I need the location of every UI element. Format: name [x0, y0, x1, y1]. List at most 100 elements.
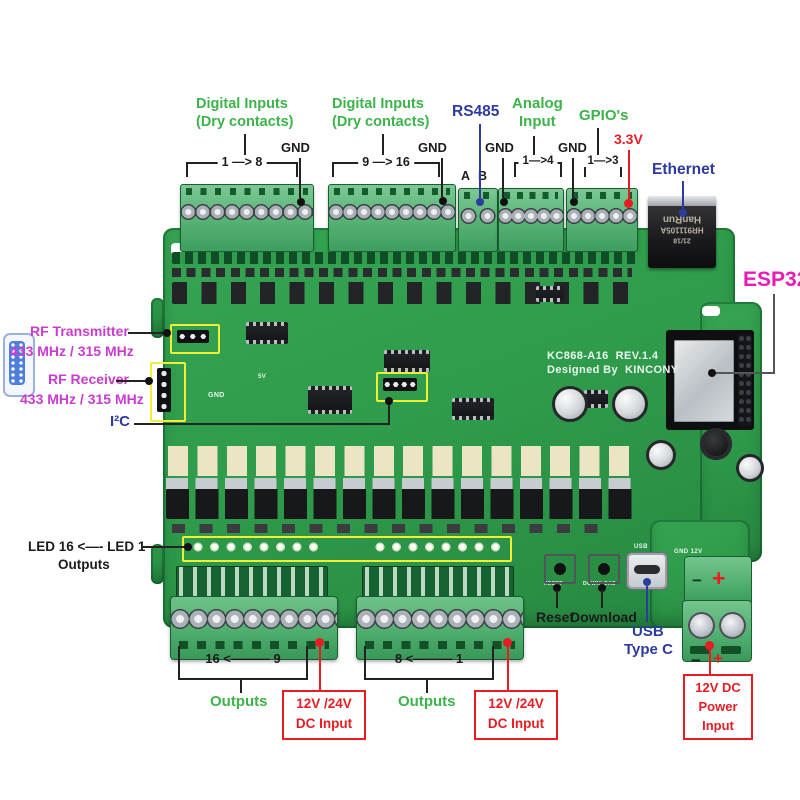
- output-pin-header-8-1: [362, 566, 514, 598]
- callout-line: [382, 134, 384, 162]
- bracket-outputs-8-1: 8 <——— 1: [364, 646, 494, 680]
- download-button: [588, 554, 620, 584]
- dc-input-b-line2: DC Input: [487, 716, 545, 731]
- label-rf-transmitter: RF Transmitter: [30, 323, 129, 339]
- bracket-outputs-16-9: 16 <——— 9: [178, 646, 308, 680]
- terminal-slots: [179, 641, 329, 649]
- label-rf-transmitter-freq: 433 MHz / 315 MHz: [10, 343, 134, 359]
- terminal-screws: [459, 201, 497, 231]
- label-usb-2: Type C: [624, 641, 673, 658]
- label-gnd-gpio: GND: [558, 140, 587, 155]
- gnd-dot: [570, 198, 578, 206]
- callout-line: [556, 590, 558, 608]
- led-indicator-row: [190, 541, 322, 553]
- capacitor: [646, 440, 676, 470]
- power-slot: [690, 646, 710, 654]
- remote-control-icon: [3, 333, 35, 397]
- label-digital-inputs-b-1: Digital Inputs: [332, 96, 424, 112]
- terminal-slots: [464, 192, 492, 199]
- i2c-header: [383, 378, 417, 391]
- ic-chip: [308, 386, 352, 414]
- silkscreen-5v: 5V: [258, 374, 267, 380]
- dc-input-a-line2: DC Input: [295, 716, 353, 731]
- ethernet-jack-code: 21/18: [673, 236, 691, 244]
- 3v3-dot: [624, 199, 633, 208]
- label-digital-inputs-a-1: Digital Inputs: [196, 96, 288, 112]
- gnd-dot: [439, 197, 447, 205]
- label-usb-1: USB: [632, 623, 664, 640]
- callout-line: [426, 678, 428, 693]
- mosfet-row: [166, 489, 638, 519]
- inductor: [700, 428, 732, 460]
- label-led-outputs-2: Outputs: [58, 557, 110, 572]
- esp32-antenna: [738, 334, 752, 426]
- label-outputs-b: Outputs: [398, 693, 456, 710]
- ic-chip: [452, 398, 494, 420]
- i2c-dot: [385, 397, 393, 405]
- label-gnd-analog: GND: [485, 140, 514, 155]
- power-input-line2: Power: [698, 699, 738, 714]
- gnd-dot: [297, 198, 305, 206]
- callout-line: [597, 128, 599, 162]
- voltage-regulator: [584, 390, 608, 408]
- power-screw: [688, 612, 715, 639]
- callout-line: [601, 590, 603, 608]
- output-resistor-row: [172, 524, 608, 533]
- label-outputs-a: Outputs: [210, 693, 268, 710]
- callout-line: [142, 546, 186, 548]
- led-indicator-row: [372, 541, 504, 553]
- dc-input-a-box: 12V /24V DC Input: [282, 690, 366, 740]
- power-input-line3: Input: [702, 718, 734, 733]
- pcb-mount-tab: [151, 298, 164, 338]
- power-input-dot: [705, 641, 714, 650]
- callout-line: [116, 380, 148, 382]
- range-analog: 1—>4: [518, 155, 558, 167]
- label-rs485: RS485: [452, 103, 500, 120]
- led-dot: [184, 543, 192, 551]
- bracket-inputs-9-16: 9 —> 16: [332, 155, 440, 177]
- callout-line: [533, 136, 535, 162]
- callout-line: [502, 158, 504, 198]
- silkscreen-reset: RESET: [544, 581, 563, 587]
- pcb-mount-tab: [151, 544, 164, 584]
- terminal-screws: [329, 197, 455, 227]
- terminal-slots: [186, 188, 308, 195]
- terminal-slots: [504, 192, 558, 199]
- terminal-screws: [499, 201, 563, 231]
- label-rs485-b: B: [478, 169, 488, 183]
- output-terminal-8-1: [356, 596, 524, 660]
- label-3v3: 3.3V: [614, 131, 643, 147]
- ethernet-jack-part: HR911105A: [660, 225, 704, 235]
- silkscreen-designed-by: Designed By: [547, 364, 619, 376]
- power-slot: [721, 646, 741, 654]
- terminal-block-inputs-9-16: [328, 184, 456, 252]
- polarity-minus: −: [691, 651, 701, 670]
- silkscreen-rev: REV.1.4: [615, 350, 659, 362]
- silkscreen-gnd: GND: [208, 392, 225, 399]
- callout-line-esp32: [714, 372, 775, 374]
- silkscreen-brand: KINCONY: [624, 364, 679, 376]
- download-dot: [598, 584, 606, 592]
- label-rs485-a: A: [461, 169, 471, 183]
- ic-chip: [384, 350, 430, 372]
- power-screw: [719, 612, 746, 639]
- callout-line-usb: [646, 586, 648, 622]
- callout-line-i2c: [134, 423, 390, 425]
- bracket-analog-1-4: 1—>4: [514, 155, 562, 177]
- pcb-notch: [702, 306, 720, 316]
- dc-input-b-line1: 12V /24V: [488, 696, 544, 711]
- ethernet-dot: [679, 209, 687, 217]
- callout-line: [441, 158, 443, 197]
- label-rf-receiver: RF Receiver: [48, 371, 129, 387]
- label-gnd-a: GND: [281, 140, 310, 155]
- power-terminal-upper: [684, 556, 752, 606]
- terminal-screws: [181, 197, 313, 227]
- polarity-plus: +: [713, 649, 723, 668]
- ic-chip: [536, 286, 564, 302]
- bracket-inputs-1-8: 1 —> 8: [186, 155, 298, 177]
- input-transistor-row: [172, 282, 632, 304]
- silkscreen-model-row: KC868-A16 REV.1.4: [547, 350, 658, 362]
- capacitor: [736, 454, 764, 482]
- dc-input-a-dot: [315, 638, 324, 647]
- label-rf-receiver-freq: 433 MHz / 315 MHz: [20, 391, 144, 407]
